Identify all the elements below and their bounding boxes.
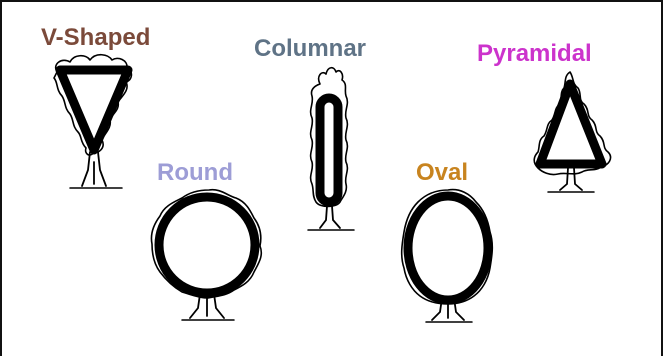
round-outline bbox=[159, 197, 255, 293]
oval-tree bbox=[402, 190, 493, 322]
pyramidal-label: Pyramidal bbox=[477, 42, 592, 66]
round-tree bbox=[151, 190, 261, 320]
round-label: Round bbox=[157, 161, 233, 185]
v-shape-outline bbox=[60, 70, 128, 150]
round-trunk bbox=[190, 294, 224, 318]
oval-outline bbox=[408, 196, 488, 300]
columnar-label: Columnar bbox=[254, 37, 366, 61]
pyramidal-tree bbox=[534, 72, 610, 192]
oval-label: Oval bbox=[416, 161, 468, 185]
v-shaped-tree bbox=[54, 55, 131, 188]
v-shaped-trunk bbox=[82, 152, 106, 186]
columnar-trunk bbox=[320, 206, 340, 228]
pyramidal-trunk bbox=[560, 168, 582, 190]
v-shaped-label: V-Shaped bbox=[41, 26, 150, 50]
columnar-outline bbox=[320, 98, 338, 202]
columnar-tree bbox=[308, 68, 354, 230]
round-foliage bbox=[151, 190, 261, 298]
